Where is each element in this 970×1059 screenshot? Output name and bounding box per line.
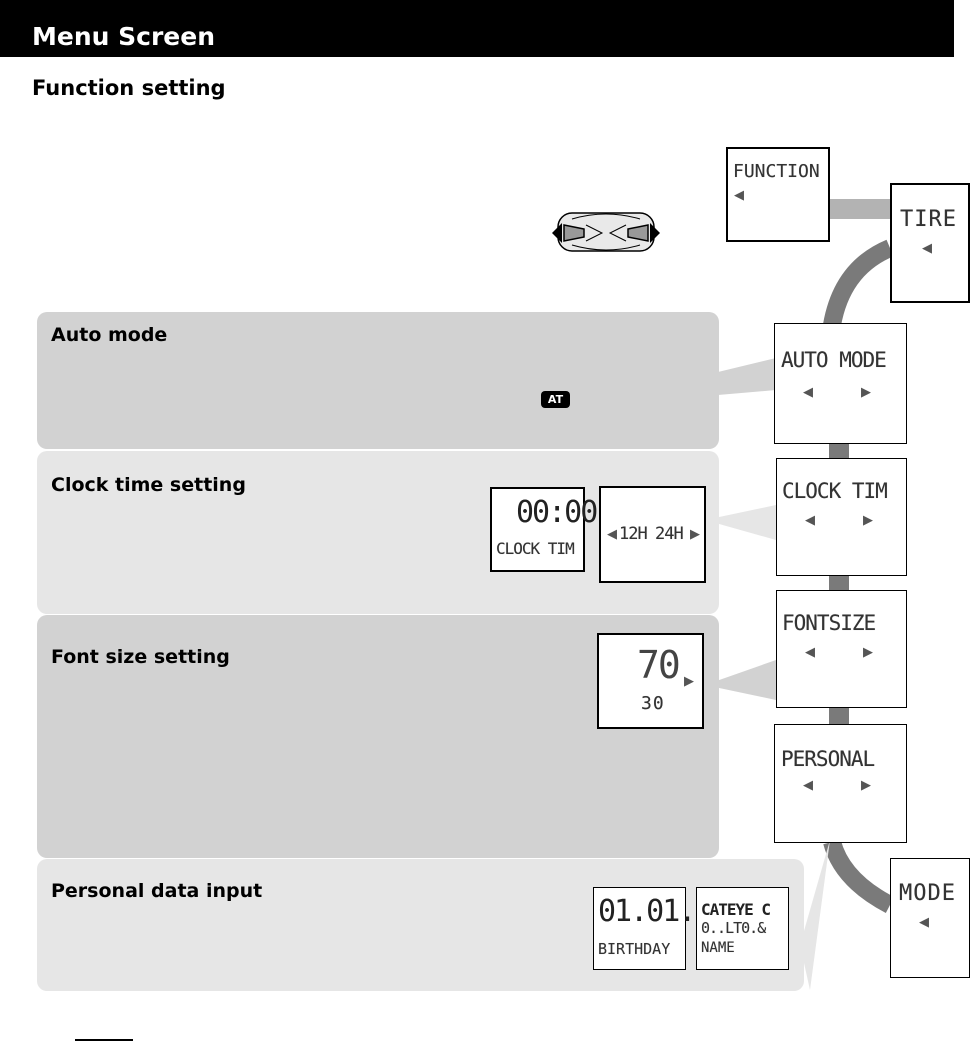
font-size-menu-screen: FONTSIZE ◀ ▶ [776, 590, 907, 708]
clock-time-menu-screen: CLOCK TIM ◀ ▶ [776, 458, 907, 576]
function-screen: FUNCTION ◀ [726, 147, 830, 242]
name-line2: 0..LT0.& [701, 919, 766, 937]
birthday-value: 01.01. [598, 894, 696, 929]
font-size-menu-label: FONTSIZE [782, 611, 876, 635]
font-callout [705, 660, 776, 700]
section-title: Function setting [32, 76, 226, 100]
auto-mode-screen-label: AUTO MODE [781, 348, 887, 372]
clock-time-value: 00:00 [516, 495, 598, 530]
arrow-left-icon: ◀ [734, 188, 744, 203]
personal-mode-arc [823, 839, 895, 913]
birthday-label: BIRTHDAY [598, 940, 671, 958]
personal-menu-label: PERSONAL [781, 747, 875, 771]
clock-format-screen: ◀ 12H 24H ▶ [599, 486, 706, 583]
arrow-left-icon: ◀ [805, 513, 815, 528]
footer-rule [75, 1039, 133, 1041]
arrow-right-icon: ▶ [690, 527, 700, 542]
auto-mode-panel: Auto mode [37, 312, 719, 449]
arrow-right-icon: ▶ [863, 513, 873, 528]
clock-font-connector [829, 574, 849, 590]
arrow-left-icon: ◀ [803, 778, 813, 793]
auto-callout [718, 358, 776, 395]
auto-mode-title: Auto mode [51, 324, 168, 346]
personal-callout [800, 840, 830, 990]
clock-time-label: CLOCK TIM [496, 539, 575, 558]
name-line1: CATEYE C [701, 900, 771, 919]
mode-menu-screen: MODE ◀ [890, 858, 970, 978]
header-bar: Menu Screen [0, 0, 954, 57]
font-size-screen: 70 30 ▶ [597, 633, 704, 729]
arrow-left-icon: ◀ [803, 385, 813, 400]
arrow-right-icon: ▶ [684, 674, 694, 689]
name-screen: CATEYE C 0..LT0.& NAME [696, 887, 789, 970]
personal-menu-screen: PERSONAL ◀ ▶ [774, 724, 907, 843]
font-size-title: Font size setting [51, 646, 230, 668]
name-label: NAME [701, 940, 735, 956]
function-screen-label: FUNCTION [733, 161, 820, 182]
clock-format-12h: 12H [619, 524, 648, 544]
clock-time-screen: 00:00 CLOCK TIM [490, 487, 598, 572]
function-tire-connector [828, 199, 892, 219]
font-size-small: 30 [641, 693, 665, 714]
auto-mode-badge: AT [541, 391, 570, 408]
birthday-screen: 01.01. BIRTHDAY [593, 887, 696, 970]
personal-data-title: Personal data input [51, 880, 263, 902]
mode-menu-label: MODE [899, 881, 956, 906]
arrow-left-icon: ◀ [607, 527, 617, 542]
tire-screen: TIRE ◀ [890, 183, 970, 303]
clock-format-24h: 24H [655, 524, 684, 544]
clock-callout [705, 505, 776, 540]
arrow-right-icon: ▶ [863, 645, 873, 660]
tire-screen-label: TIRE [900, 207, 957, 232]
arrow-right-icon: ▶ [861, 778, 871, 793]
font-size-big: 70 [637, 643, 681, 687]
auto-mode-screen: AUTO MODE ◀ ▶ [774, 323, 907, 444]
font-personal-connector [829, 708, 849, 725]
arrow-left-icon: ◀ [922, 241, 932, 256]
device-buttons-icon [552, 212, 660, 252]
arrow-left-icon: ◀ [919, 915, 929, 930]
clock-time-title: Clock time setting [51, 474, 246, 496]
arrow-right-icon: ▶ [861, 385, 871, 400]
clock-time-menu-label: CLOCK TIM [782, 479, 888, 503]
page-title: Menu Screen [32, 22, 215, 51]
arrow-left-icon: ◀ [805, 645, 815, 660]
tire-auto-arc [823, 239, 894, 327]
auto-clock-connector [829, 442, 849, 460]
